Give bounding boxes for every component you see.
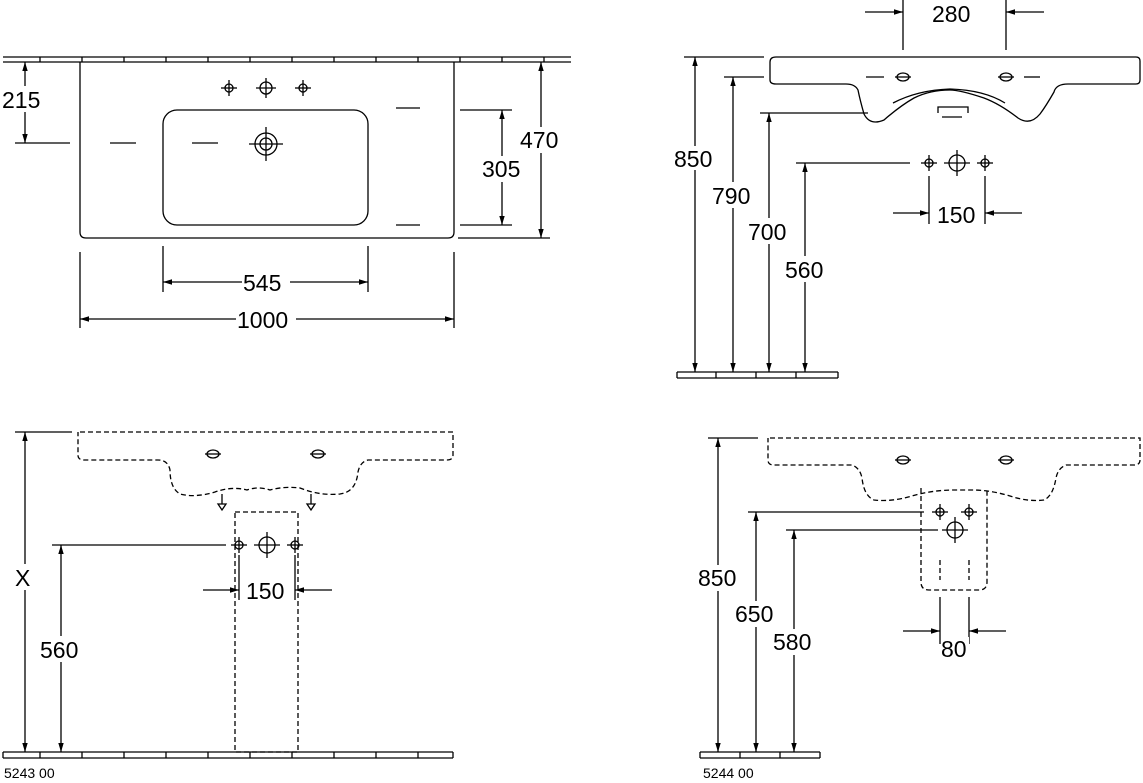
wall-line-plan [3, 56, 571, 63]
product-code-left: 5243 00 [4, 765, 55, 781]
plan-view: 215 305 470 545 [2, 56, 571, 333]
dim-variable-height: X [14, 431, 72, 752]
dim-basin-bottom-height: 700 [746, 112, 868, 372]
dim-label-580: 580 [773, 629, 811, 655]
washbasin-outline-plan [79, 62, 455, 239]
washbasin-outline-dashed-right [767, 437, 1141, 502]
installation-arrows [216, 494, 317, 512]
dim-label-560-side: 560 [785, 257, 823, 283]
waste-outlet-side [920, 149, 994, 177]
dim-label-560-front: 560 [40, 637, 78, 663]
dim-tap-offset: 215 [2, 62, 70, 144]
dim-waste-height-front: 560 [38, 544, 226, 752]
dim-label-545: 545 [243, 270, 281, 296]
dim-label-80: 80 [941, 636, 967, 662]
dim-label-215: 215 [2, 87, 40, 113]
floor-line-side [676, 371, 839, 379]
dim-tap-spacing: 280 [865, 0, 1044, 50]
dim-overall-width: 1000 [79, 252, 455, 333]
waste-outlet-front [230, 531, 304, 559]
half-pedestal-dashed [920, 488, 988, 591]
dim-label-650: 650 [735, 601, 773, 627]
tap-hole-icon [220, 78, 312, 98]
half-pedestal-front-view: 80 850 650 580 5244 00 [696, 437, 1141, 781]
dim-upper-pipe-height: 650 [733, 511, 924, 752]
dim-lower-pipe-height: 580 [771, 529, 938, 752]
dim-waste-spacing-side: 150 [893, 176, 1022, 228]
floor-line-front [2, 751, 454, 759]
waste-outlet-icon [249, 127, 283, 161]
dim-label-305: 305 [482, 156, 520, 182]
side-elevation-view: 280 150 850 [672, 0, 1141, 379]
dim-basin-width: 545 [162, 246, 369, 296]
overflow-holes-right [894, 455, 1015, 465]
dim-label-150-side: 150 [937, 202, 975, 228]
dim-label-700: 700 [748, 219, 786, 245]
overflow-holes-front [204, 449, 327, 459]
pedestal-front-view: 150 X 560 5243 00 [2, 431, 454, 781]
basin-bowl-plan [162, 109, 369, 226]
product-code-right: 5244 00 [703, 765, 754, 781]
dim-label-790: 790 [712, 183, 750, 209]
dim-label-1000: 1000 [237, 307, 288, 333]
dim-basin-depth: 305 [460, 109, 528, 226]
dim-rim-height-right: 850 [696, 437, 758, 752]
tap-hole-side [866, 72, 1040, 82]
washbasin-outline-side [769, 56, 1141, 123]
dim-label-280: 280 [932, 1, 970, 27]
dim-overall-depth: 470 [458, 62, 566, 239]
dim-waste-height-side: 560 [783, 162, 910, 372]
floor-line-right [699, 751, 821, 759]
dim-label-850-right: 850 [698, 565, 736, 591]
pipe-connections-right [931, 503, 978, 544]
hidden-edge-markers [110, 107, 420, 226]
dim-label-850-side: 850 [674, 146, 712, 172]
dim-label-470: 470 [520, 127, 558, 153]
dim-label-150-front: 150 [246, 578, 284, 604]
dim-waste-spacing-front: 150 [203, 555, 332, 604]
dim-label-x: X [15, 565, 30, 591]
dim-pipe-spacing: 80 [903, 597, 1006, 662]
dim-underside-height: 790 [710, 76, 764, 372]
washbasin-outline-dashed-left [77, 431, 454, 497]
dim-rim-height: 850 [672, 56, 764, 372]
